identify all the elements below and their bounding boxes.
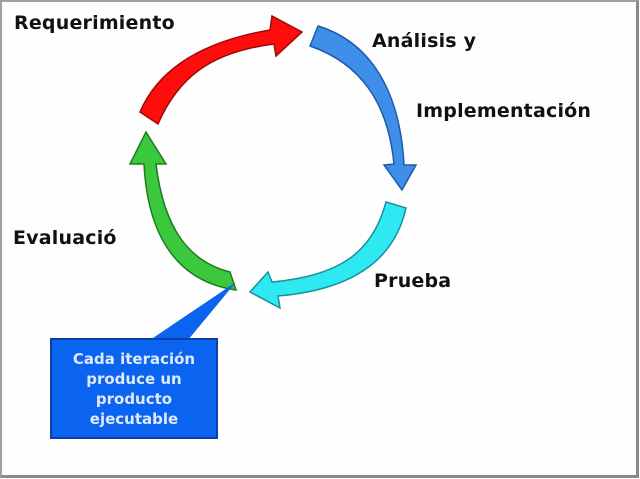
stage-label-requerimiento: Requerimiento bbox=[14, 12, 175, 34]
cyan-arrow-prueba bbox=[248, 201, 407, 310]
stage-label-analisis: Análisis y bbox=[372, 30, 477, 52]
stage-label-prueba: Prueba bbox=[374, 270, 452, 292]
callout-pointer bbox=[150, 282, 236, 340]
blue-arrow-analisis bbox=[309, 25, 418, 192]
callout-text: Cada iteración produce un producto ejecu… bbox=[72, 349, 196, 428]
callout-box: Cada iteración produce un producto ejecu… bbox=[50, 338, 218, 439]
stage-label-evaluacion: Evaluació bbox=[13, 227, 117, 249]
red-arrow-requerimiento bbox=[139, 14, 304, 126]
green-arrow-evaluacion bbox=[128, 130, 238, 291]
stage-label-implementacion: Implementación bbox=[416, 100, 592, 122]
